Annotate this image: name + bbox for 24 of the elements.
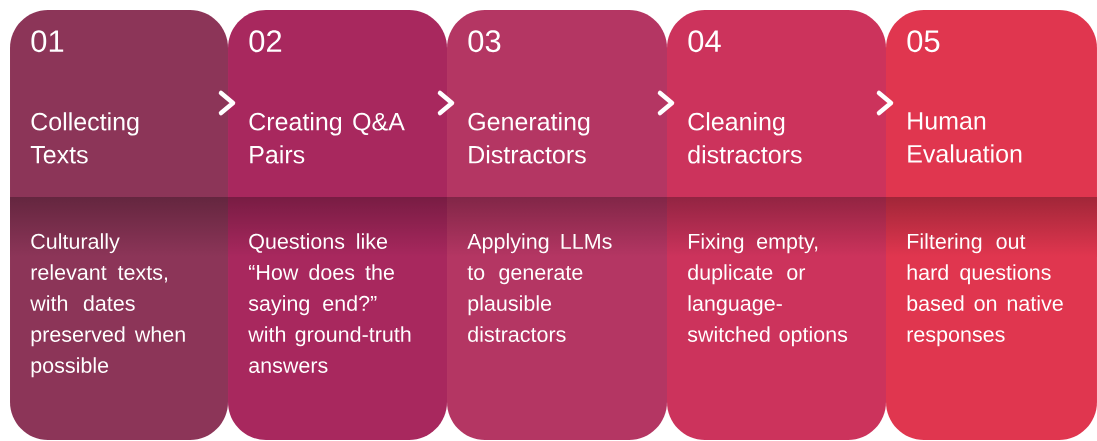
chevron-arrow (218, 90, 236, 116)
step-number: 02 (249, 30, 282, 53)
step-description: Filtering out hard questions based on native responses (907, 233, 1063, 347)
step-title: Human Evaluation (908, 112, 1022, 163)
chevron-arrow (437, 90, 455, 116)
step-number: 01 (31, 30, 64, 53)
step-title: Generating Distractors (468, 112, 590, 164)
chevron-arrow (876, 90, 894, 116)
step-number: 05 (907, 30, 940, 53)
step-card (667, 10, 886, 440)
step-number: 03 (468, 30, 501, 53)
step-card (228, 10, 447, 440)
step-number: 04 (688, 30, 721, 53)
step-description: Applying LLMs to generate plausible distractors (467, 233, 612, 342)
step-description: Culturally relevant texts, with dates preserved when possible (30, 233, 185, 378)
step-card (10, 10, 228, 440)
step-title: Creating Q&A Pairs (249, 112, 405, 164)
step-title: Cleaning distractors (688, 112, 802, 164)
chevron-arrow (657, 90, 675, 116)
step-title: Collecting Texts (30, 112, 139, 164)
step-card (886, 10, 1097, 440)
step-description: Fixing empty, duplicate or language-switched options (687, 233, 848, 347)
step-description: Questions like “How does the saying end?” with ground-truth answers (248, 233, 411, 373)
step-card (447, 10, 667, 440)
